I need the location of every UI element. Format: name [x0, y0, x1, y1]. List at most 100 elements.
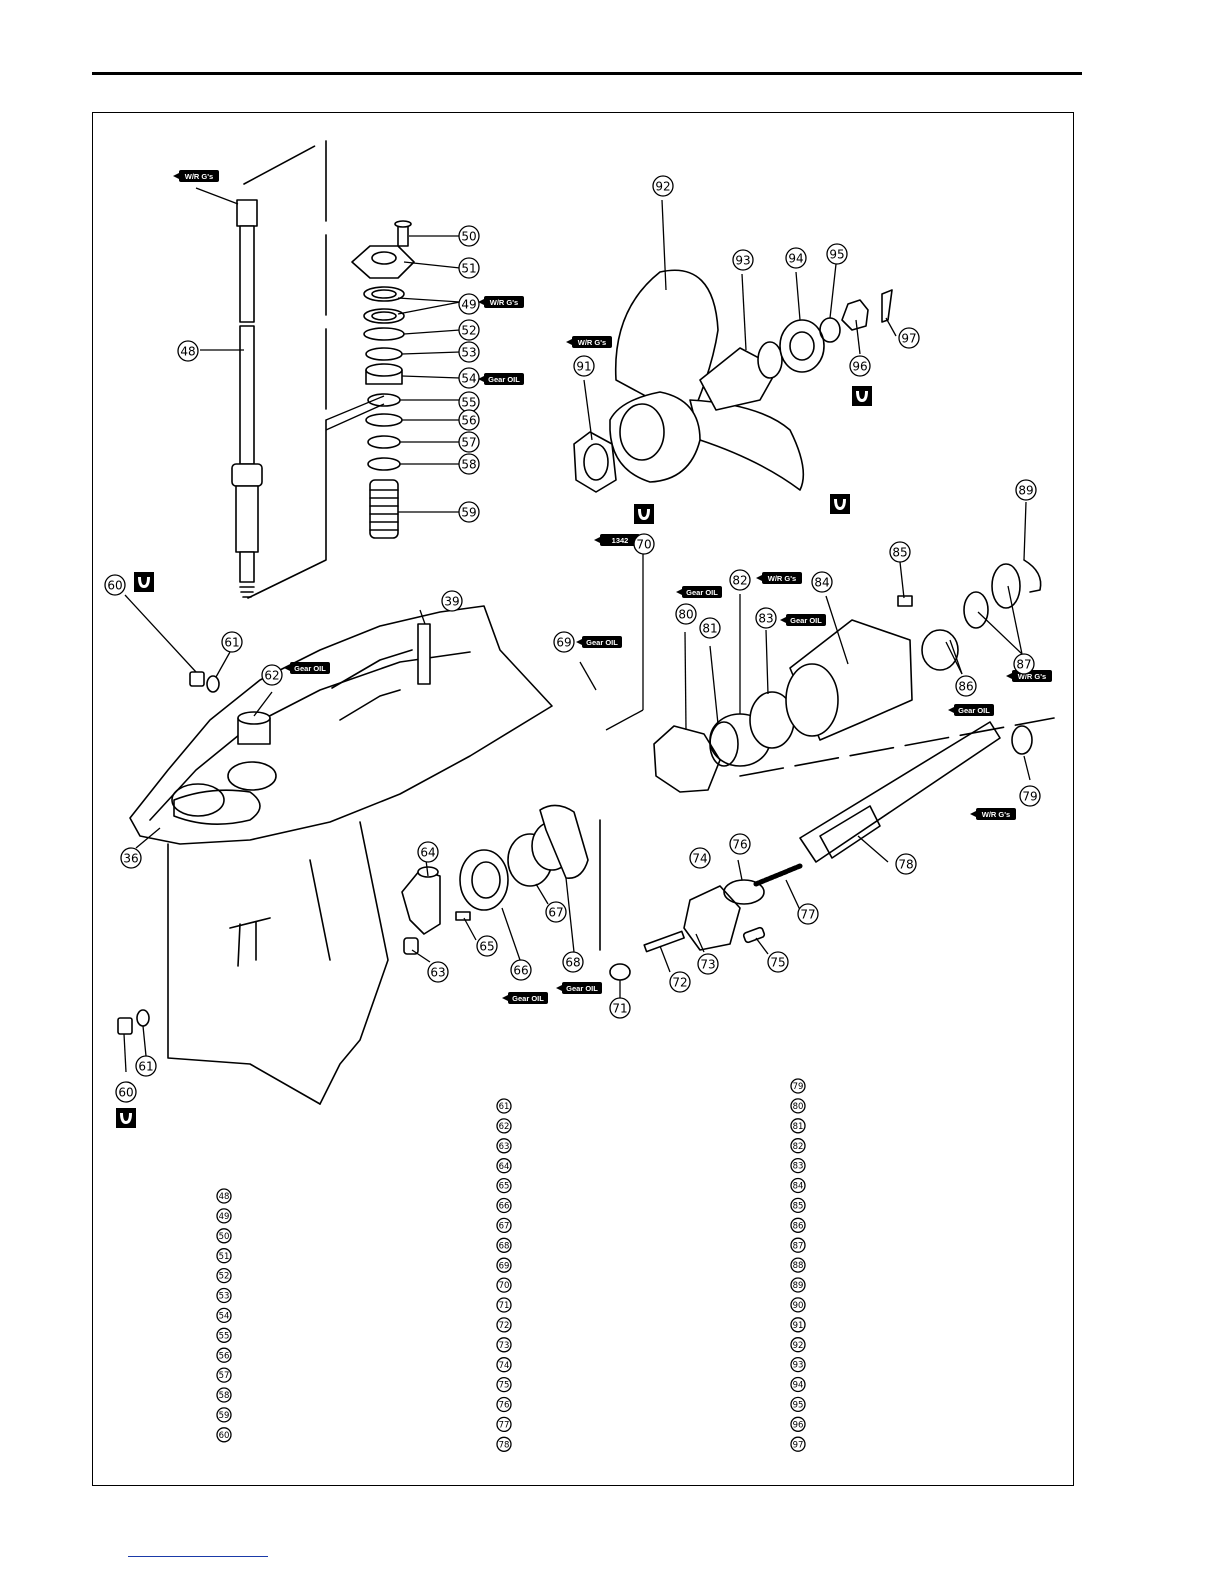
callout-number: 84: [814, 575, 829, 589]
part-callout: 76: [729, 833, 751, 855]
callout-number: 84: [793, 1182, 804, 1192]
callout-number: 51: [461, 261, 476, 275]
replace-icon: [852, 386, 872, 406]
callout-number: 56: [219, 1351, 230, 1361]
callout-number: 50: [219, 1232, 230, 1242]
callout-number: 71: [612, 1001, 627, 1015]
part-callout: 75: [496, 1376, 512, 1393]
part-callout: 89: [1015, 479, 1037, 501]
callout-number: 54: [461, 371, 476, 385]
part-callout: 85: [790, 1197, 806, 1214]
callout-number: 87: [793, 1241, 804, 1251]
part-callout: 95: [826, 243, 848, 265]
callout-number: 59: [461, 505, 476, 519]
part-callout: 97: [790, 1436, 806, 1452]
footer-link-underline: [128, 1556, 268, 1557]
callout-number: 80: [793, 1102, 804, 1112]
part-callout: 83: [755, 607, 777, 629]
part-callout: 53: [216, 1287, 232, 1304]
callout-number: 86: [793, 1221, 804, 1231]
svg-text:W/R G's: W/R G's: [185, 172, 213, 181]
part-callout: 87: [790, 1237, 806, 1253]
lube-tag: Gear OIL: [576, 636, 622, 648]
part-callout: 89: [790, 1277, 806, 1293]
part-callout: 48: [177, 340, 199, 362]
callout-number: 64: [420, 845, 435, 859]
part-callout: 64: [417, 841, 439, 863]
callout-number: 52: [219, 1272, 230, 1282]
callout-number: 92: [655, 179, 670, 193]
callout-number: 79: [793, 1082, 804, 1092]
callout-number: 58: [219, 1391, 230, 1401]
callout-number: 95: [793, 1400, 804, 1410]
part-callout: 57: [458, 431, 480, 453]
callout-number: 91: [793, 1321, 804, 1331]
part-callout: 50: [458, 225, 480, 247]
parts-artwork: [117, 139, 1055, 1105]
lube-tag: Gear OIL: [284, 662, 330, 674]
part-callout: 58: [216, 1387, 232, 1403]
lube-tag: Gear OIL: [780, 614, 826, 626]
part-callout: 64: [496, 1158, 512, 1174]
part-callout: 75: [767, 951, 789, 973]
callout-number: 75: [499, 1381, 510, 1391]
svg-text:W/R G's: W/R G's: [490, 298, 518, 307]
part-callout: 74: [496, 1357, 512, 1373]
part-callout: 93: [790, 1356, 806, 1373]
part-callout: 83: [790, 1157, 806, 1174]
part-callout: 71: [496, 1297, 512, 1313]
callout-number: 55: [461, 395, 476, 409]
part-callout: 94: [785, 247, 807, 269]
part-callout: 59: [458, 501, 480, 523]
part-callout: 79: [1019, 785, 1041, 807]
callout-number: 85: [793, 1201, 804, 1211]
callout-number: 97: [793, 1440, 804, 1450]
replace-icon: [830, 494, 850, 514]
part-callout: 51: [458, 257, 480, 279]
callout-number: 66: [513, 963, 528, 977]
svg-text:Gear OIL: Gear OIL: [488, 375, 520, 384]
part-callout: 79: [790, 1078, 806, 1094]
part-callout: 63: [427, 961, 449, 983]
callout-number: 94: [793, 1381, 804, 1391]
part-callout: 91: [790, 1317, 806, 1333]
callout-number: 57: [219, 1371, 230, 1381]
part-callout: 59: [216, 1407, 232, 1423]
svg-text:Gear OIL: Gear OIL: [566, 984, 598, 993]
part-callout: 52: [216, 1267, 232, 1284]
callout-number: 85: [892, 545, 907, 559]
lube-tag: Gear OIL: [502, 992, 548, 1004]
callout-number: 60: [107, 578, 122, 592]
part-callout: 85: [889, 541, 911, 563]
callout-number: 79: [1022, 789, 1037, 803]
part-callout: 84: [790, 1177, 806, 1194]
lube-tag: Gear OIL: [478, 373, 524, 385]
lube-tag: Gear OIL: [948, 704, 994, 716]
callout-number: 73: [700, 957, 715, 971]
part-callout: 55: [216, 1327, 232, 1343]
part-callout: 48: [216, 1188, 232, 1204]
callout-number: 83: [758, 611, 773, 625]
callout-number: 53: [219, 1292, 230, 1302]
callout-number: 77: [800, 907, 815, 921]
callout-number: 95: [829, 247, 844, 261]
part-callout: 68: [496, 1237, 512, 1253]
part-callout: 80: [675, 603, 697, 625]
drive-shaft: [231, 199, 263, 598]
reverse-gear-housing: [653, 559, 1042, 793]
leader-lines: [123, 187, 1031, 1073]
callout-number: 61: [224, 635, 239, 649]
part-callout: 61: [496, 1098, 512, 1114]
water-pump-parts: [351, 220, 415, 539]
part-callout: 51: [216, 1248, 232, 1264]
part-callout: 60: [115, 1081, 137, 1103]
callout-number: 74: [499, 1361, 510, 1371]
callout-number: 68: [499, 1241, 510, 1251]
part-callout: 78: [895, 853, 917, 875]
part-callout: 60: [216, 1427, 232, 1443]
svg-text:W/R G's: W/R G's: [578, 338, 606, 347]
callout-number: 78: [499, 1440, 510, 1450]
forward-gear-parts: [401, 804, 601, 955]
callout-number: 70: [499, 1281, 510, 1291]
